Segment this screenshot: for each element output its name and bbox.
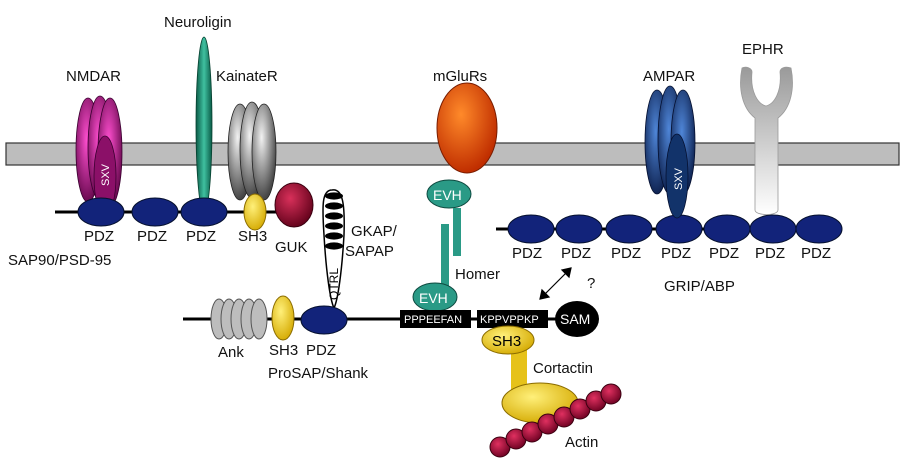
- mglurs-label: mGluRs: [433, 68, 487, 85]
- evh-bottom-label: EVH: [419, 290, 448, 306]
- sap90-pdz-3-domain: [180, 197, 228, 227]
- kainater-label: KainateR: [216, 68, 278, 85]
- guk-domain: [274, 182, 314, 228]
- ephr-label: EPHR: [742, 41, 784, 58]
- grip-label: GRIP/ABP: [664, 278, 735, 295]
- grip-pdz-4-domain: [655, 214, 703, 244]
- ank-label: Ank: [218, 344, 244, 361]
- gkap-label-line1: GKAP/: [351, 223, 398, 240]
- nmdar-receptor: SXV: [75, 95, 123, 217]
- gkap-label-line2: SAPAP: [345, 243, 394, 260]
- grip-pdz-1-domain: [507, 214, 555, 244]
- seq-label-1: PPPEEFAN: [404, 314, 462, 326]
- mglur-receptor: [436, 82, 498, 174]
- guk-label: GUK: [275, 239, 308, 256]
- grip-pdz-7-label: PDZ: [801, 245, 831, 262]
- shank-pdz-label: PDZ: [306, 342, 336, 359]
- nmdar-label: NMDAR: [66, 68, 121, 85]
- actin-filament: [489, 383, 622, 458]
- evh-top-label: EVH: [433, 187, 462, 203]
- sap90-pdz-2-domain: [131, 197, 179, 227]
- grip-pdz-6-label: PDZ: [755, 245, 785, 262]
- shank-pdz-domain: [300, 305, 348, 335]
- cortactin-label: Cortactin: [533, 360, 593, 377]
- kainate-receptor: [227, 101, 277, 201]
- homer-protein: EVH EVH: [412, 179, 472, 312]
- gkap-protein: QTRL: [322, 189, 345, 310]
- grip-pdz-4-label: PDZ: [661, 245, 691, 262]
- prosap-label: ProSAP/Shank: [268, 365, 369, 382]
- interaction-arrow: [539, 267, 572, 300]
- actin-label: Actin: [565, 434, 598, 451]
- seq-label-2: KPPVPPKP: [480, 314, 539, 326]
- cortactin-sh3-label: SH3: [492, 333, 521, 350]
- sam-domain: [555, 301, 599, 337]
- grip-pdz-5-label: PDZ: [709, 245, 739, 262]
- grip-pdz-7-domain: [795, 214, 843, 244]
- grip-pdz-3-label: PDZ: [611, 245, 641, 262]
- ank-repeats: [210, 298, 268, 340]
- sap90-pdz-3-label: PDZ: [186, 228, 216, 245]
- shank-sh3-domain: [271, 295, 295, 341]
- sap90-pdz-1-label: PDZ: [84, 228, 114, 245]
- sam-label: SAM: [560, 311, 590, 327]
- nmdar-sxv-label: SXV: [100, 163, 112, 186]
- qtrl-label: QTRL: [327, 268, 341, 300]
- sap90-sh3-domain: [243, 193, 267, 231]
- question-label: ?: [587, 275, 595, 292]
- homer-label: Homer: [455, 266, 500, 283]
- sap90-sh3-label: SH3: [238, 228, 267, 245]
- ampar-sxv-label: SXV: [673, 167, 685, 190]
- grip-pdz-1-label: PDZ: [512, 245, 542, 262]
- grip-pdz-2-domain: [555, 214, 603, 244]
- seq-box-1: [400, 310, 471, 328]
- grip-pdz-6-domain: [749, 214, 797, 244]
- grip-pdz-3-domain: [605, 214, 653, 244]
- shank-sh3-label: SH3: [269, 342, 298, 359]
- seq-box-2: [477, 310, 548, 328]
- grip-pdz-2-label: PDZ: [561, 245, 591, 262]
- sap90-label: SAP90/PSD-95: [8, 252, 111, 269]
- sap90-pdz-1-domain: [77, 197, 125, 227]
- ampar-receptor: SXV: [644, 85, 696, 219]
- ephr-receptor: [740, 66, 793, 215]
- grip-pdz-5-domain: [703, 214, 751, 244]
- sap90-pdz-2-label: PDZ: [137, 228, 167, 245]
- neuroligin-label: Neuroligin: [164, 14, 232, 31]
- ampar-label: AMPAR: [643, 68, 695, 85]
- neuroligin-receptor: [195, 36, 213, 214]
